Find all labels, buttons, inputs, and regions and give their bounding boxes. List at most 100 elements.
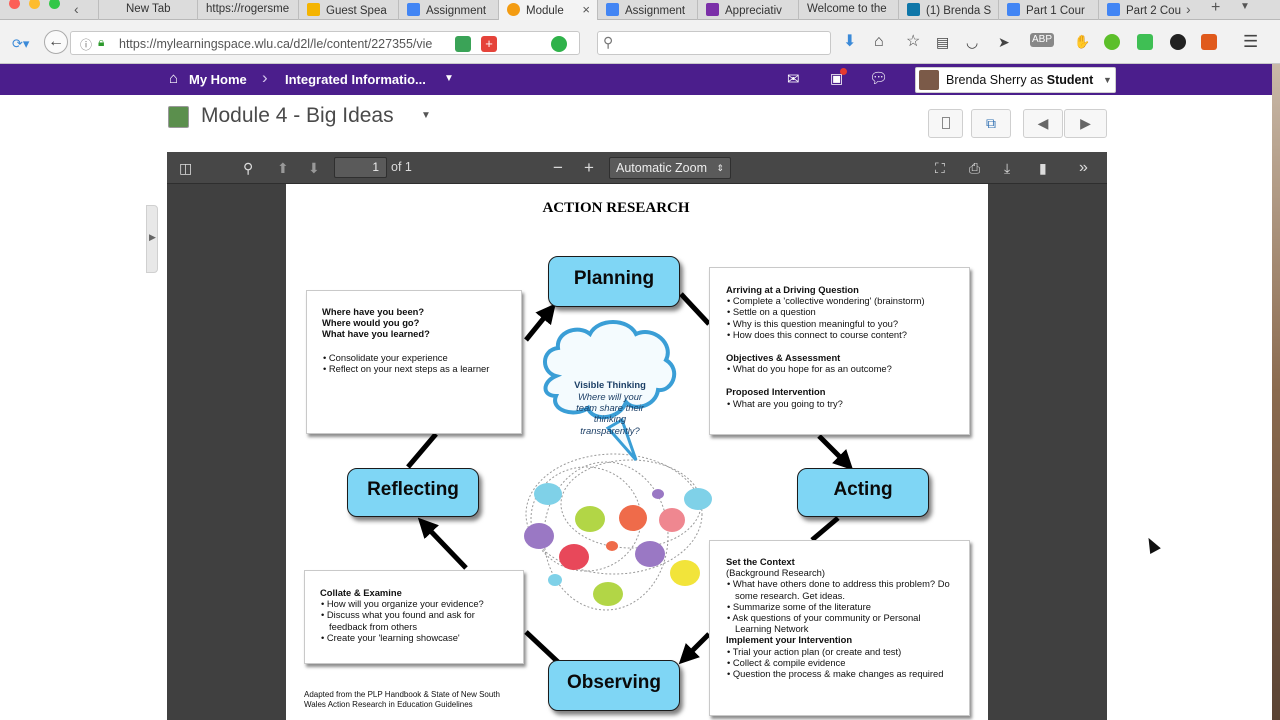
menu-icon[interactable]: ☰ bbox=[1243, 32, 1259, 51]
find-icon[interactable]: ⚲ bbox=[243, 160, 254, 176]
extension-orange-icon[interactable] bbox=[1201, 34, 1217, 50]
tab[interactable]: Part 2 Cou bbox=[1098, 0, 1186, 20]
plan-b4: How does this connect to course content? bbox=[732, 328, 907, 340]
stage-acting: Acting bbox=[797, 468, 929, 517]
cloud-text: Where will your team share their thinkin… bbox=[576, 391, 644, 436]
download-icon[interactable]: ⤓ bbox=[1004, 160, 1011, 176]
tab[interactable]: Part 1 Cour bbox=[998, 0, 1098, 20]
share-icon[interactable] bbox=[455, 36, 471, 52]
tabs-back-icon[interactable]: ‹ bbox=[74, 1, 79, 17]
d2l-icon bbox=[507, 3, 520, 16]
reflect-q2: Where would you go? bbox=[322, 317, 420, 329]
sidebar-expand-handle[interactable]: ▶ bbox=[146, 205, 158, 273]
zoom-select[interactable]: Automatic Zoom⇕ bbox=[609, 157, 731, 179]
home-icon: ⌂ bbox=[169, 70, 179, 87]
minimize-window-button[interactable] bbox=[29, 0, 40, 9]
cycle-arrows bbox=[406, 292, 854, 665]
print-icon[interactable]: ⎙ bbox=[969, 160, 981, 176]
sidebar-toggle-icon[interactable]: ◫ bbox=[179, 160, 193, 176]
next-topic-button[interactable]: ▶ bbox=[1064, 109, 1107, 138]
bookmark-star-icon[interactable]: ☆ bbox=[906, 33, 921, 50]
observe-b3: Create your 'learning showcase' bbox=[326, 631, 460, 643]
plan-b2: Settle on a question bbox=[732, 306, 816, 318]
zoom-in-icon[interactable]: + bbox=[584, 158, 594, 177]
open-new-window-button[interactable]: ⧉ bbox=[971, 109, 1011, 138]
adblock-icon[interactable]: ABP bbox=[1030, 33, 1055, 47]
google-drive-icon bbox=[307, 3, 320, 16]
message-alerts-icon[interactable]: ✉ bbox=[787, 71, 800, 88]
close-tab-icon[interactable]: × bbox=[582, 2, 590, 17]
fullscreen-icon[interactable]: ⛶ bbox=[935, 160, 945, 176]
tabs-forward-icon[interactable]: › bbox=[1186, 1, 1191, 17]
tab[interactable]: (1) Brenda S bbox=[898, 0, 998, 20]
arrow-plan-to-act bbox=[679, 292, 711, 326]
tab[interactable]: Welcome to the bbox=[798, 0, 898, 20]
user-menu[interactable]: Brenda Sherry as Student ▼ bbox=[915, 67, 1116, 93]
tab[interactable]: Module× bbox=[498, 0, 598, 20]
tab-label: New Tab bbox=[126, 3, 171, 15]
arrow-act-to-observe bbox=[810, 516, 840, 542]
url-text[interactable]: https://mylearningspace.wlu.ca/d2l/le/co… bbox=[119, 37, 433, 51]
user-name-text: Brenda Sherry as bbox=[946, 73, 1047, 87]
desktop-background bbox=[1272, 64, 1280, 720]
home-icon[interactable]: ⌂ bbox=[874, 33, 884, 50]
chevron-down-icon[interactable]: ▼ bbox=[444, 73, 454, 84]
tab-list-icon[interactable]: ▼ bbox=[1240, 1, 1250, 12]
tab-label: Assignment bbox=[625, 5, 686, 17]
history-icon[interactable]: ⟳▾ bbox=[12, 36, 30, 51]
linkedin-icon bbox=[907, 3, 920, 16]
diagram-title: ACTION RESEARCH bbox=[542, 200, 690, 216]
tools-icon[interactable]: » bbox=[1079, 159, 1088, 176]
update-alerts-icon[interactable]: ▣ bbox=[830, 68, 847, 87]
mouse-cursor bbox=[1143, 535, 1161, 554]
reflect-b2: Reflect on your next steps as a learner bbox=[328, 362, 490, 374]
tab[interactable]: Guest Spea bbox=[298, 0, 398, 20]
back-button[interactable]: ← bbox=[44, 30, 68, 54]
tab[interactable]: Assignment bbox=[597, 0, 697, 20]
tab-label: Part 1 Cour bbox=[1026, 5, 1085, 17]
observe-b1: How will you organize your evidence? bbox=[326, 598, 484, 610]
clipboard-icon[interactable]: ▤ bbox=[936, 34, 950, 50]
send-icon[interactable]: ➤ bbox=[998, 34, 1010, 50]
new-tab-icon[interactable]: + bbox=[1211, 0, 1221, 16]
pocket-icon[interactable]: ◡ bbox=[966, 34, 979, 50]
search-input[interactable]: ⚲ bbox=[597, 31, 831, 55]
plan-b3: Why is this question meaningful to you? bbox=[732, 317, 899, 329]
extension-icon[interactable]: ✋ bbox=[1074, 34, 1091, 49]
chevron-down-icon[interactable]: ▼ bbox=[1103, 75, 1112, 85]
tab[interactable]: https://rogersme bbox=[197, 0, 297, 20]
next-page-icon[interactable]: ⬇ bbox=[308, 160, 320, 176]
extension-green-icon[interactable] bbox=[1137, 34, 1153, 50]
tab[interactable]: New Tab bbox=[98, 0, 198, 20]
subscription-alerts-icon[interactable]: 💬︎ bbox=[869, 70, 889, 87]
extension-dark-icon[interactable] bbox=[1170, 34, 1186, 50]
page-number-input[interactable]: 1 bbox=[334, 157, 387, 178]
reflect-bullet: • Consolidate your experience bbox=[323, 351, 448, 363]
reflect-q3: What have you learned? bbox=[322, 328, 430, 340]
info-icon[interactable]: ⓘ bbox=[80, 38, 93, 52]
chevron-right-icon: ▶ bbox=[149, 232, 156, 242]
extension-circle-icon[interactable] bbox=[551, 36, 567, 52]
close-window-button[interactable] bbox=[9, 0, 20, 9]
chevron-down-icon[interactable]: ▼ bbox=[421, 110, 431, 121]
previous-topic-button[interactable]: ◀ bbox=[1023, 109, 1063, 138]
tab[interactable]: Appreciativ bbox=[697, 0, 797, 20]
observe-b2: Discuss what you found and ask for feedb… bbox=[326, 609, 475, 632]
tab[interactable]: Assignment bbox=[398, 0, 498, 20]
address-bar[interactable]: ⓘ 🔒︎ https://mylearningspace.wlu.ca/d2l/… bbox=[70, 31, 580, 55]
my-home-link[interactable]: My Home bbox=[189, 72, 247, 87]
add-bookmark-icon[interactable]: + bbox=[481, 36, 497, 52]
act-h1: Set the Context bbox=[726, 556, 795, 567]
bookmark-button[interactable] bbox=[928, 109, 963, 138]
stage-reflecting: Reflecting bbox=[347, 468, 479, 517]
download-icon[interactable]: ⬇ bbox=[843, 33, 857, 50]
zoom-out-icon[interactable]: − bbox=[553, 158, 563, 177]
zoom-window-button[interactable] bbox=[49, 0, 60, 9]
previous-page-icon[interactable]: ⬆ bbox=[277, 160, 289, 176]
evernote-icon[interactable] bbox=[1104, 34, 1120, 50]
cloud-title: Visible Thinking bbox=[574, 379, 646, 390]
course-selector[interactable]: Integrated Informatio... bbox=[285, 72, 426, 87]
bookmark-icon[interactable]: ▮ bbox=[1039, 160, 1047, 176]
page-title: Module 4 - Big Ideas bbox=[201, 104, 394, 127]
observe-box: Collate & Examine • How will you organiz… bbox=[304, 570, 524, 664]
